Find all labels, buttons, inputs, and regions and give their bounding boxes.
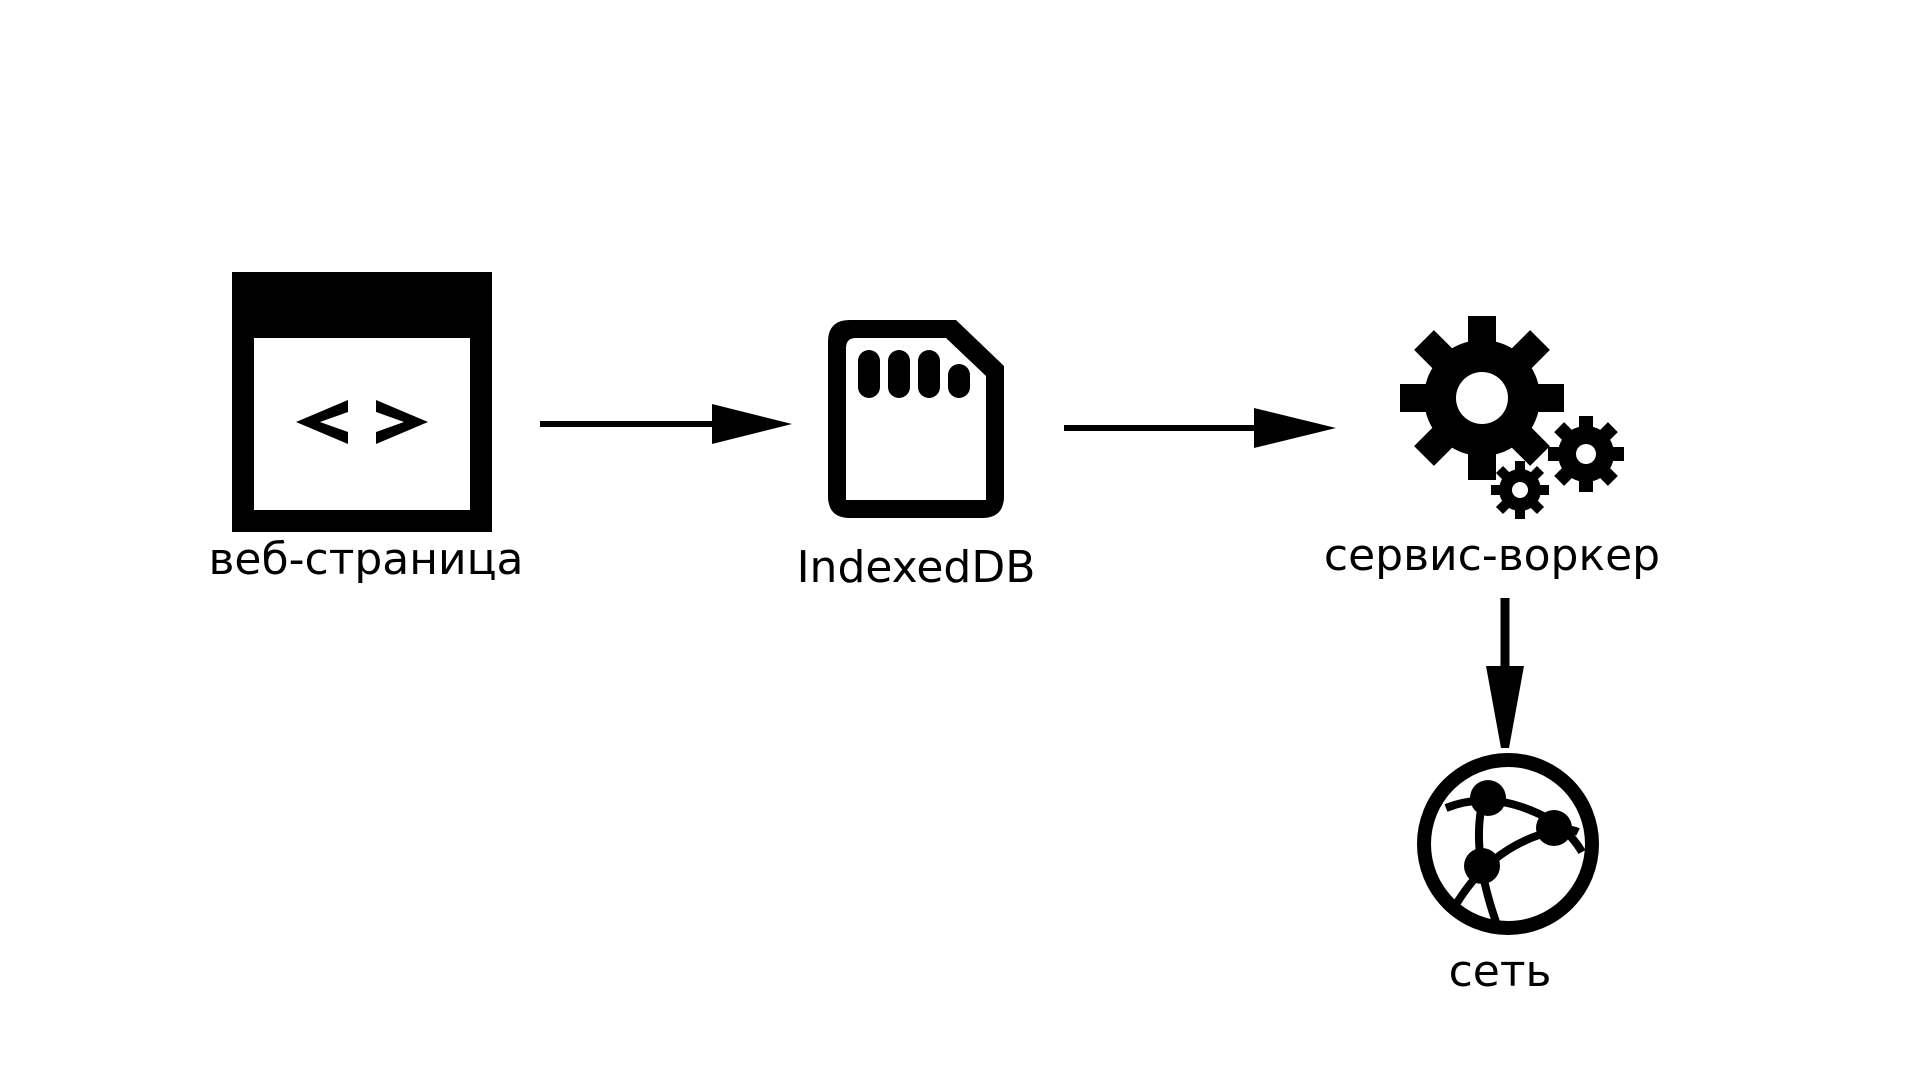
node-indexeddb [828, 320, 1004, 518]
arrow-indexeddb-to-service-worker [1064, 408, 1336, 448]
code-window-icon [232, 272, 492, 532]
node-webpage-label: веб-страница [208, 534, 524, 585]
arrow-webpage-to-indexeddb [540, 404, 792, 444]
node-network-label: сеть [1448, 946, 1552, 997]
gears-icon [1400, 312, 1630, 522]
sd-card-icon [828, 320, 1004, 518]
node-service-worker [1400, 312, 1630, 522]
node-webpage [232, 272, 492, 532]
arrow-service-worker-to-network [1486, 598, 1524, 748]
network-globe-icon [1416, 752, 1600, 936]
node-network [1416, 752, 1600, 936]
node-indexeddb-label: IndexedDB [796, 542, 1036, 593]
node-service-worker-label: сервис-воркер [1323, 530, 1661, 581]
